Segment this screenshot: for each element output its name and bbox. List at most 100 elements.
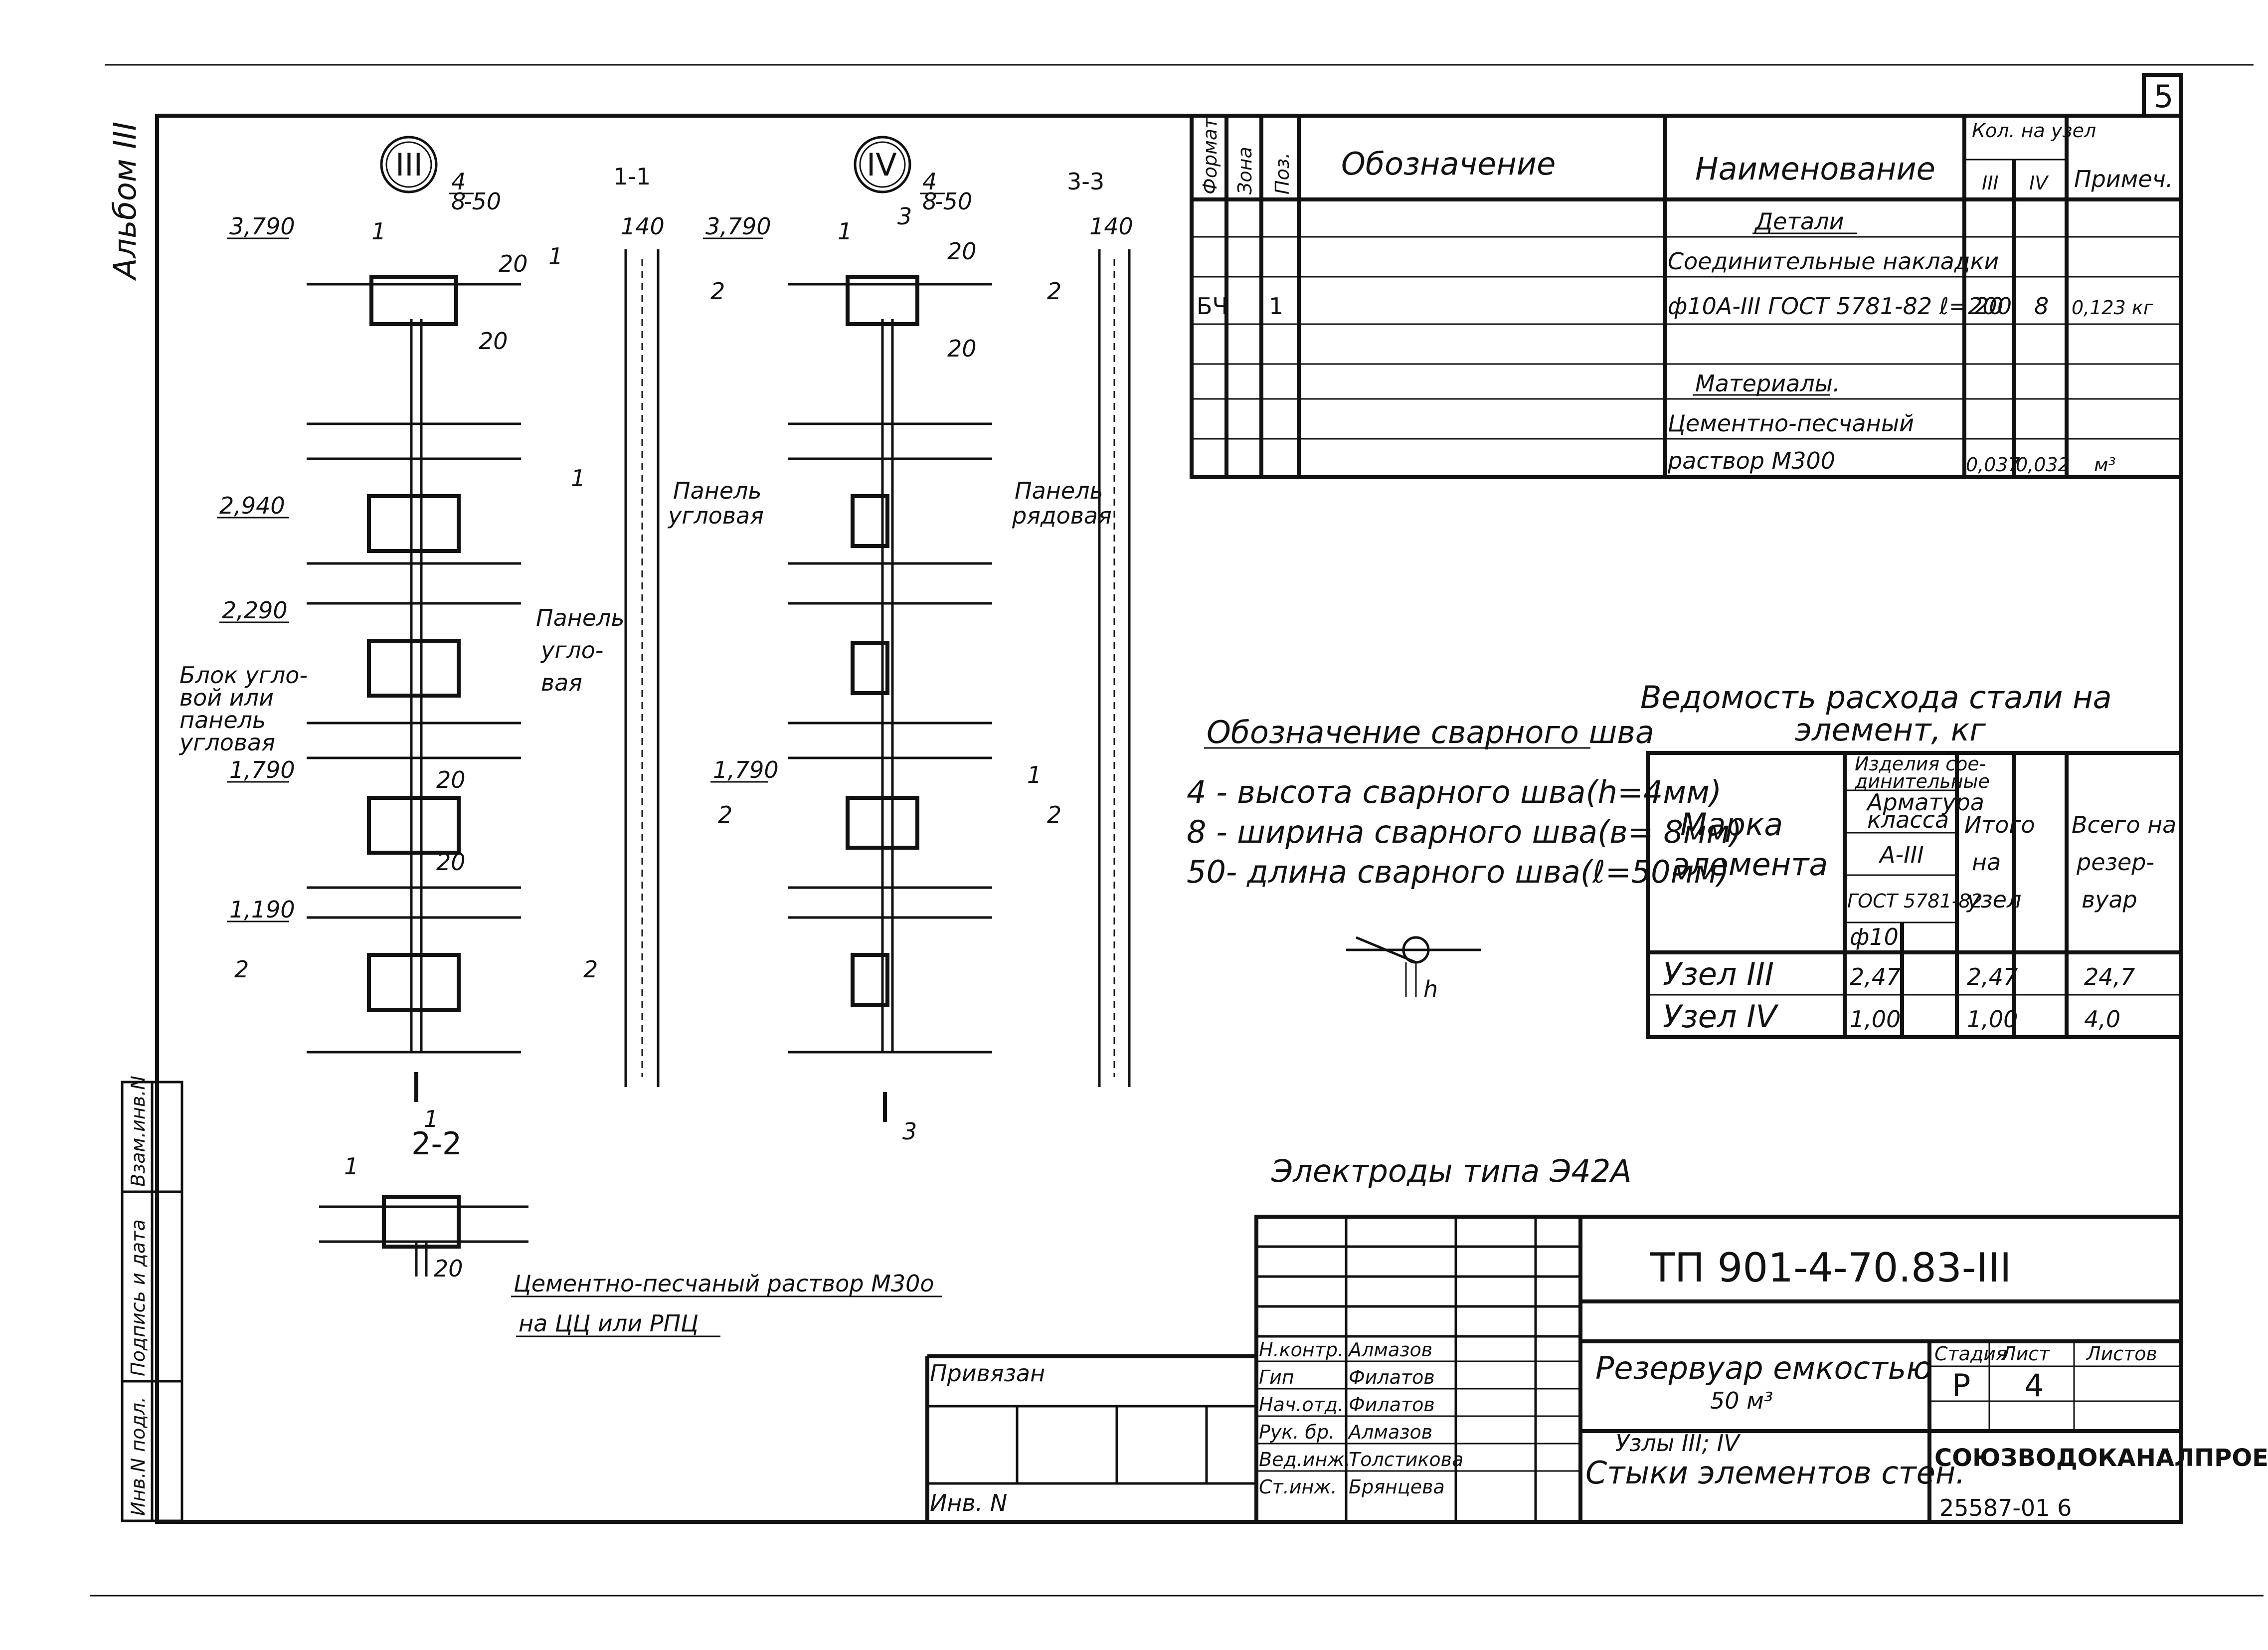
node-iv-drawing: IV 4 8 -50 3,790 1,790 1 3 2 2 2 2 1 20 … (703, 136, 1133, 1145)
svg-text:Поз.: Поз. (1271, 153, 1293, 194)
svg-text:0,123 кг: 0,123 кг (2072, 297, 2154, 319)
svg-text:элемент, кг: элемент, кг (1795, 712, 1986, 748)
svg-text:Детали: Детали (1754, 208, 1844, 235)
svg-text:2: 2 (718, 801, 732, 828)
page-number: 5 (2154, 78, 2173, 115)
svg-text:Стыки элементов стен.: Стыки элементов стен. (1585, 1455, 1965, 1491)
svg-text:Панель: Панель (673, 477, 762, 504)
svg-text:Итого: Итого (1964, 811, 2035, 838)
svg-text:угловая: угловая (178, 729, 275, 756)
svg-text:Формат: Формат (1199, 117, 1221, 194)
svg-text:узел: узел (1966, 886, 2021, 913)
svg-text:1-1: 1-1 (613, 163, 651, 190)
svg-text:БЧ: БЧ (1197, 293, 1228, 320)
svg-text:Р: Р (1952, 1367, 1970, 1404)
node-iv-label: IV (867, 147, 897, 183)
svg-text:Блок угло-: Блок угло- (179, 662, 308, 689)
svg-text:Узлы III; IV: Узлы III; IV (1615, 1430, 1741, 1457)
svg-text:3,790: 3,790 (229, 213, 295, 240)
svg-text:вая: вая (541, 669, 582, 696)
weld-legend: Обозначение сварного шва 4 - высота свар… (1187, 714, 1742, 1003)
svg-text:Алмазов: Алмазов (1347, 1339, 1432, 1361)
svg-text:8: 8 (2034, 293, 2049, 320)
svg-text:1: 1 (838, 218, 852, 245)
steel-table: Ведомость расхода стали на элемент, кг М… (1640, 679, 2183, 1039)
svg-text:4: 4 (2024, 1367, 2044, 1404)
svg-text:Панель: Панель (1015, 477, 1103, 504)
album-label: Альбом III (107, 122, 143, 281)
steel-row-2-mark: Узел IV (1663, 998, 1779, 1035)
svg-text:м³: м³ (2094, 454, 2116, 476)
svg-text:2: 2 (234, 956, 249, 983)
svg-text:140: 140 (1089, 213, 1133, 240)
svg-text:140: 140 (621, 213, 665, 240)
svg-text:3: 3 (897, 203, 912, 230)
svg-text:8 - ширина сварного шва(в= 8мм: 8 - ширина сварного шва(в= 8мм) (1187, 814, 1742, 850)
svg-text:Ведомость расхода стали на: Ведомость расхода стали на (1640, 679, 2112, 716)
svg-text:Привязан: Привязан (930, 1360, 1045, 1387)
svg-text:3: 3 (902, 1118, 917, 1145)
electrodes-note: Электроды типа Э42А (1271, 1153, 1632, 1189)
svg-text:8: 8 (922, 188, 937, 215)
svg-text:1: 1 (548, 243, 563, 270)
svg-text:динительные: динительные (1854, 770, 1990, 792)
svg-text:Стадия: Стадия (1934, 1343, 2007, 1365)
svg-text:20: 20 (436, 849, 466, 876)
section-2-2: 2-2 1 20 Цементно-песчаный раствор М30о … (319, 1125, 942, 1337)
svg-text:Толстикова: Толстикова (1349, 1449, 1463, 1470)
svg-text:1,00: 1,00 (1850, 1006, 1901, 1033)
spec-table: Формат Зона Поз. Обозначение Наименовани… (1190, 114, 2183, 479)
svg-text:1: 1 (344, 1153, 358, 1180)
svg-text:2: 2 (583, 956, 598, 983)
svg-text:2,940: 2,940 (219, 492, 285, 519)
svg-text:20: 20 (947, 238, 977, 265)
svg-text:4 - высота сварного шва(h=4мм): 4 - высота сварного шва(h=4мм) (1187, 774, 1722, 810)
svg-text:Нач.отд.: Нач.отд. (1259, 1394, 1344, 1416)
svg-text:-50: -50 (935, 188, 972, 215)
svg-text:класса: класса (1867, 806, 1949, 833)
svg-text:50 м³: 50 м³ (1710, 1387, 1773, 1414)
svg-text:20: 20 (499, 250, 528, 277)
svg-text:1,190: 1,190 (229, 896, 295, 923)
svg-text:Н.контр.: Н.контр. (1259, 1339, 1344, 1361)
svg-text:4: 4 (451, 168, 466, 195)
svg-text:на: на (1972, 849, 2001, 876)
svg-text:Лист: Лист (2001, 1343, 2051, 1365)
svg-text:панель: панель (179, 707, 266, 733)
archive-number: 25587-01 6 (1939, 1494, 2072, 1521)
svg-text:-50: -50 (464, 188, 501, 215)
svg-text:Марка: Марка (1680, 806, 1783, 843)
side-stamp: Инв.N подл. Подпись и дата Взам.инв.N (121, 1076, 183, 1522)
svg-text:Примеч.: Примеч. (2074, 166, 2173, 192)
svg-text:Наименование: Наименование (1695, 151, 1935, 187)
svg-text:А-III: А-III (1878, 841, 1924, 868)
svg-text:Обозначение сварного шва: Обозначение сварного шва (1207, 714, 1654, 750)
svg-text:Инв. N: Инв. N (930, 1489, 1007, 1516)
svg-text:Гип: Гип (1259, 1366, 1294, 1388)
privyazan-block: Привязан Инв. N (925, 1354, 1256, 1524)
svg-text:ГОСТ 5781-82: ГОСТ 5781-82 (1847, 890, 1983, 912)
svg-text:резер-: резер- (2076, 849, 2154, 876)
svg-text:Соединительные накладки: Соединительные накладки (1668, 248, 1999, 275)
svg-text:4,0: 4,0 (2084, 1006, 2120, 1033)
svg-text:2-2: 2-2 (411, 1125, 462, 1162)
svg-text:2,47: 2,47 (1850, 963, 1901, 990)
svg-text:Материалы.: Материалы. (1695, 370, 1840, 397)
svg-text:вуар: вуар (2082, 886, 2137, 913)
svg-text:элемента: элемента (1673, 846, 1828, 883)
svg-text:1: 1 (1269, 293, 1283, 320)
svg-text:ф10А-III ГОСТ 5781-82 ℓ=200: ф10А-III ГОСТ 5781-82 ℓ=200 (1668, 293, 2012, 320)
svg-text:1: 1 (1027, 761, 1042, 788)
svg-text:0,032: 0,032 (2016, 454, 2070, 476)
svg-text:Вед.инж.: Вед.инж. (1259, 1449, 1351, 1470)
section-1-1: 1-1 140 1 1 Панель угловая (548, 163, 764, 1087)
svg-text:Резервуар емкостью: Резервуар емкостью (1595, 1350, 1932, 1386)
svg-text:1: 1 (571, 465, 585, 492)
svg-text:1: 1 (424, 1105, 438, 1132)
svg-text:ф10: ф10 (1850, 923, 1899, 950)
svg-text:2,47: 2,47 (1967, 963, 2018, 990)
svg-text:Всего на: Всего на (2072, 811, 2176, 838)
svg-text:3-3: 3-3 (1067, 168, 1104, 195)
sign-date-label: Подпись и дата (127, 1219, 149, 1376)
